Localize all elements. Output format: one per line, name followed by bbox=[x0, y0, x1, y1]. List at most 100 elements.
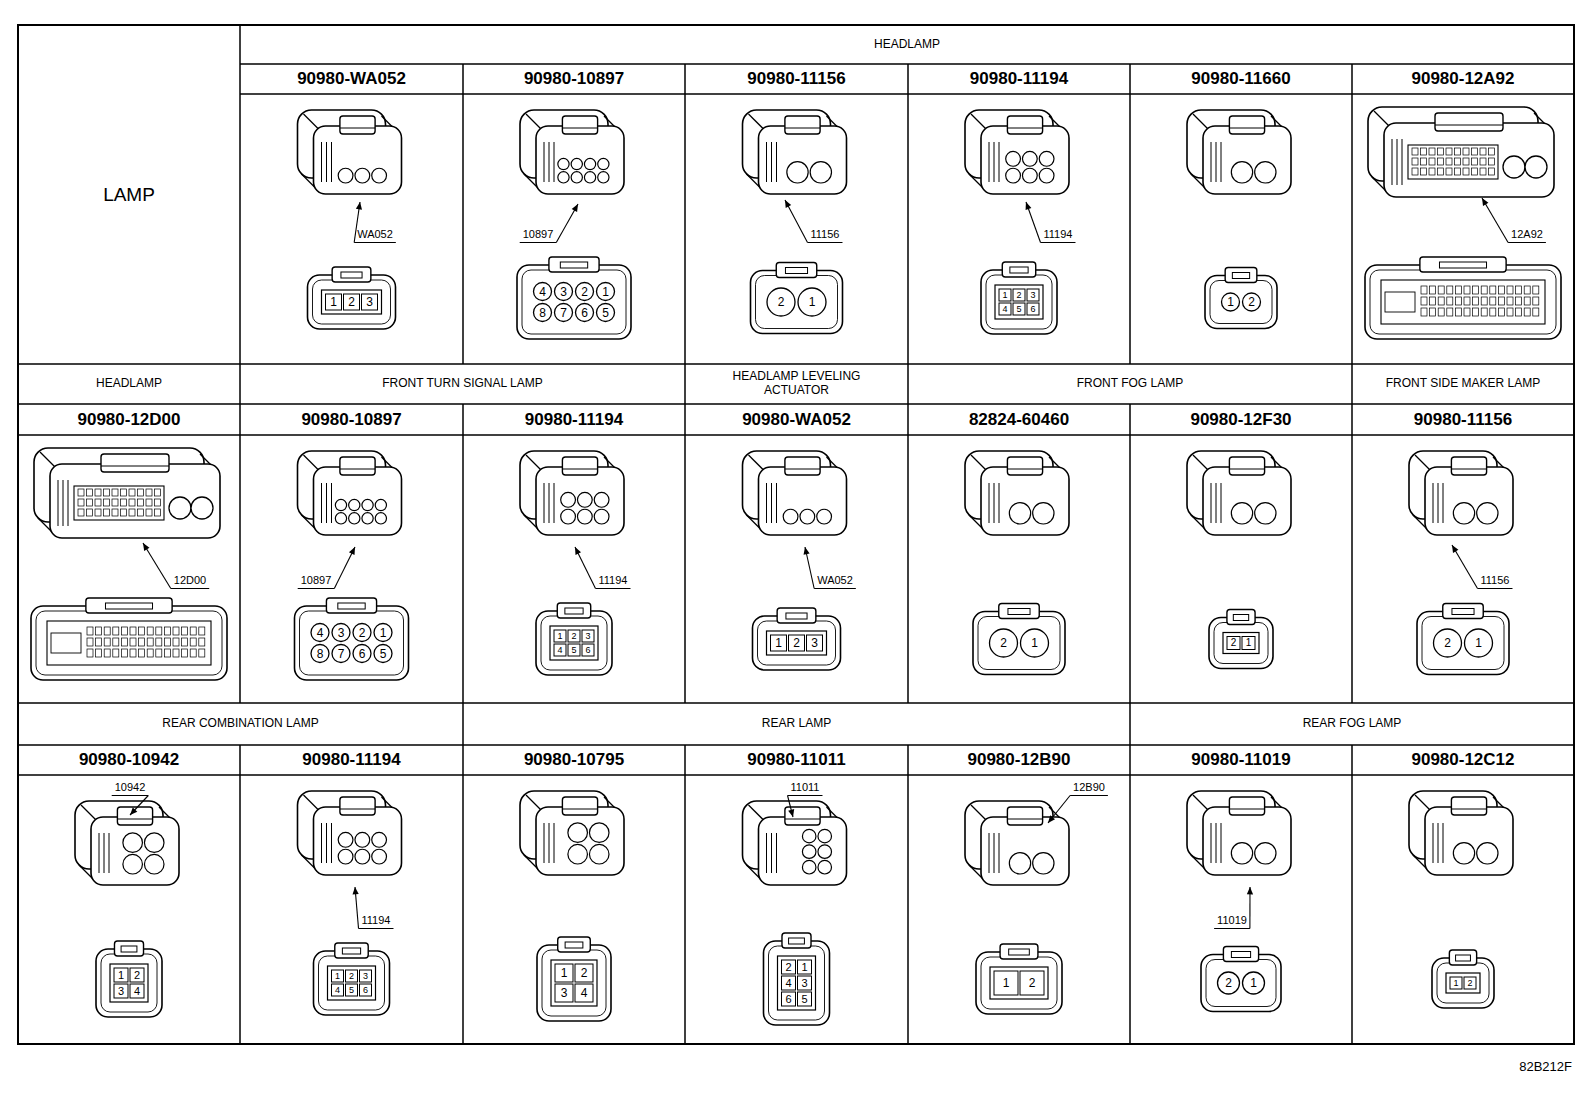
pin-cavity bbox=[191, 497, 213, 519]
pin-cavity bbox=[104, 638, 110, 646]
connector-rib bbox=[776, 833, 777, 873]
pin-cavity bbox=[1473, 286, 1479, 294]
callout-number: 10942 bbox=[115, 782, 146, 793]
pin-cavity bbox=[1463, 148, 1469, 155]
pin-cavity bbox=[335, 513, 346, 524]
pin-cell bbox=[767, 288, 795, 316]
leader-line bbox=[298, 588, 335, 589]
pin-cavity bbox=[173, 649, 179, 657]
pin-number: 1 bbox=[557, 632, 562, 641]
pin-cavity bbox=[1481, 286, 1487, 294]
pin-cell bbox=[782, 976, 796, 990]
connector-latch bbox=[1443, 604, 1483, 619]
pin-cell bbox=[1222, 293, 1240, 311]
pin-cell bbox=[990, 629, 1018, 657]
table-border bbox=[18, 25, 1574, 1044]
callout-number: 11194 bbox=[599, 575, 628, 586]
pin-number: 2 bbox=[581, 286, 588, 298]
pin-cavity bbox=[1446, 148, 1452, 155]
leader-arrowhead bbox=[353, 887, 359, 895]
pin-number: 8 bbox=[539, 307, 546, 319]
callout-number: 12B90 bbox=[1073, 782, 1105, 793]
pin-number: 6 bbox=[785, 994, 791, 1005]
connector-latch bbox=[1229, 797, 1264, 815]
leader-line bbox=[1478, 588, 1513, 589]
part-number: 90980-11156 bbox=[747, 69, 845, 89]
pin-cavity bbox=[1455, 158, 1461, 165]
connector-rib bbox=[771, 483, 772, 523]
pin-cavity bbox=[1438, 148, 1444, 155]
pin-number: 3 bbox=[560, 286, 567, 298]
pin-block bbox=[767, 631, 827, 655]
pin-number: 3 bbox=[366, 296, 373, 308]
connector-latch bbox=[117, 807, 152, 825]
pin-cavity bbox=[1412, 148, 1418, 155]
pin-cavity bbox=[1421, 286, 1427, 294]
pin-cell bbox=[332, 624, 350, 642]
pin-cavity bbox=[139, 627, 145, 635]
connector-rib bbox=[1211, 483, 1212, 523]
leader-line bbox=[1482, 198, 1508, 243]
connector-housing bbox=[1210, 281, 1272, 324]
connector-housing bbox=[751, 271, 843, 334]
pin-cavity bbox=[129, 489, 135, 496]
pin-cavity bbox=[1447, 286, 1453, 294]
pin-cavity bbox=[783, 509, 798, 524]
grid-line bbox=[239, 364, 241, 703]
connector-rib bbox=[321, 142, 322, 182]
callout-number: 12D00 bbox=[174, 575, 206, 586]
pin-block bbox=[778, 956, 816, 1010]
pin-number: 2 bbox=[359, 627, 366, 639]
pin-cavity bbox=[190, 627, 196, 635]
pin-number: 1 bbox=[561, 967, 568, 979]
pin-cavity bbox=[338, 168, 353, 183]
connector-rib bbox=[989, 833, 990, 873]
pin-number: 3 bbox=[363, 972, 368, 981]
pin-cell bbox=[353, 645, 371, 663]
connector-body bbox=[1384, 123, 1554, 197]
connector-latch bbox=[785, 819, 820, 820]
connector-rib bbox=[1443, 823, 1444, 863]
category-header-cell: FRONT FOG LAMP bbox=[908, 364, 1352, 404]
connector-latch bbox=[121, 946, 137, 952]
pin-cavity bbox=[338, 849, 353, 864]
leader-arrowhead bbox=[349, 547, 355, 555]
pin-cavity bbox=[589, 844, 609, 864]
connector-housing bbox=[319, 956, 385, 1010]
callout-number: 11194 bbox=[1044, 229, 1073, 240]
connector-rib bbox=[1402, 139, 1403, 185]
pin-cavity bbox=[190, 638, 196, 646]
pin-block bbox=[110, 964, 148, 1002]
connector-latch bbox=[560, 262, 587, 268]
connector-rib bbox=[104, 833, 105, 873]
pin-number: 4 bbox=[581, 987, 588, 999]
part-number: 82824-60460 bbox=[969, 410, 1069, 430]
pin-cavity bbox=[1255, 843, 1276, 864]
pin-cavity bbox=[156, 627, 162, 635]
pin-cavity bbox=[561, 509, 576, 524]
pin-cell bbox=[555, 304, 573, 322]
pin-number: 3 bbox=[338, 627, 345, 639]
leader-line bbox=[575, 547, 596, 589]
connector-rib bbox=[771, 833, 772, 873]
pin-cavity bbox=[147, 638, 153, 646]
header-text: REAR LAMP bbox=[762, 717, 831, 731]
pin-cell bbox=[994, 971, 1018, 995]
pin-cavity bbox=[1498, 286, 1504, 294]
pin-number: 3 bbox=[561, 987, 568, 999]
connector-housing bbox=[986, 275, 1052, 329]
connector-housing bbox=[36, 611, 222, 675]
connector-rib bbox=[1433, 483, 1434, 523]
pin-number: 2 bbox=[1231, 638, 1237, 648]
leader-line bbox=[556, 204, 578, 243]
connector-body bbox=[1193, 795, 1209, 811]
part-number-cell: 90980-WA052 bbox=[240, 64, 463, 94]
part-number-cell: 90980-10795 bbox=[463, 745, 685, 775]
pin-number: 2 bbox=[1000, 637, 1007, 649]
connector-rib bbox=[1211, 142, 1212, 182]
part-number-cell: 90980-11019 bbox=[1130, 745, 1352, 775]
pin-cell bbox=[1464, 977, 1476, 989]
part-number: 90980-10897 bbox=[524, 69, 624, 89]
part-number-cell: 90980-12D00 bbox=[18, 404, 240, 435]
callout-number: 10897 bbox=[523, 229, 554, 240]
